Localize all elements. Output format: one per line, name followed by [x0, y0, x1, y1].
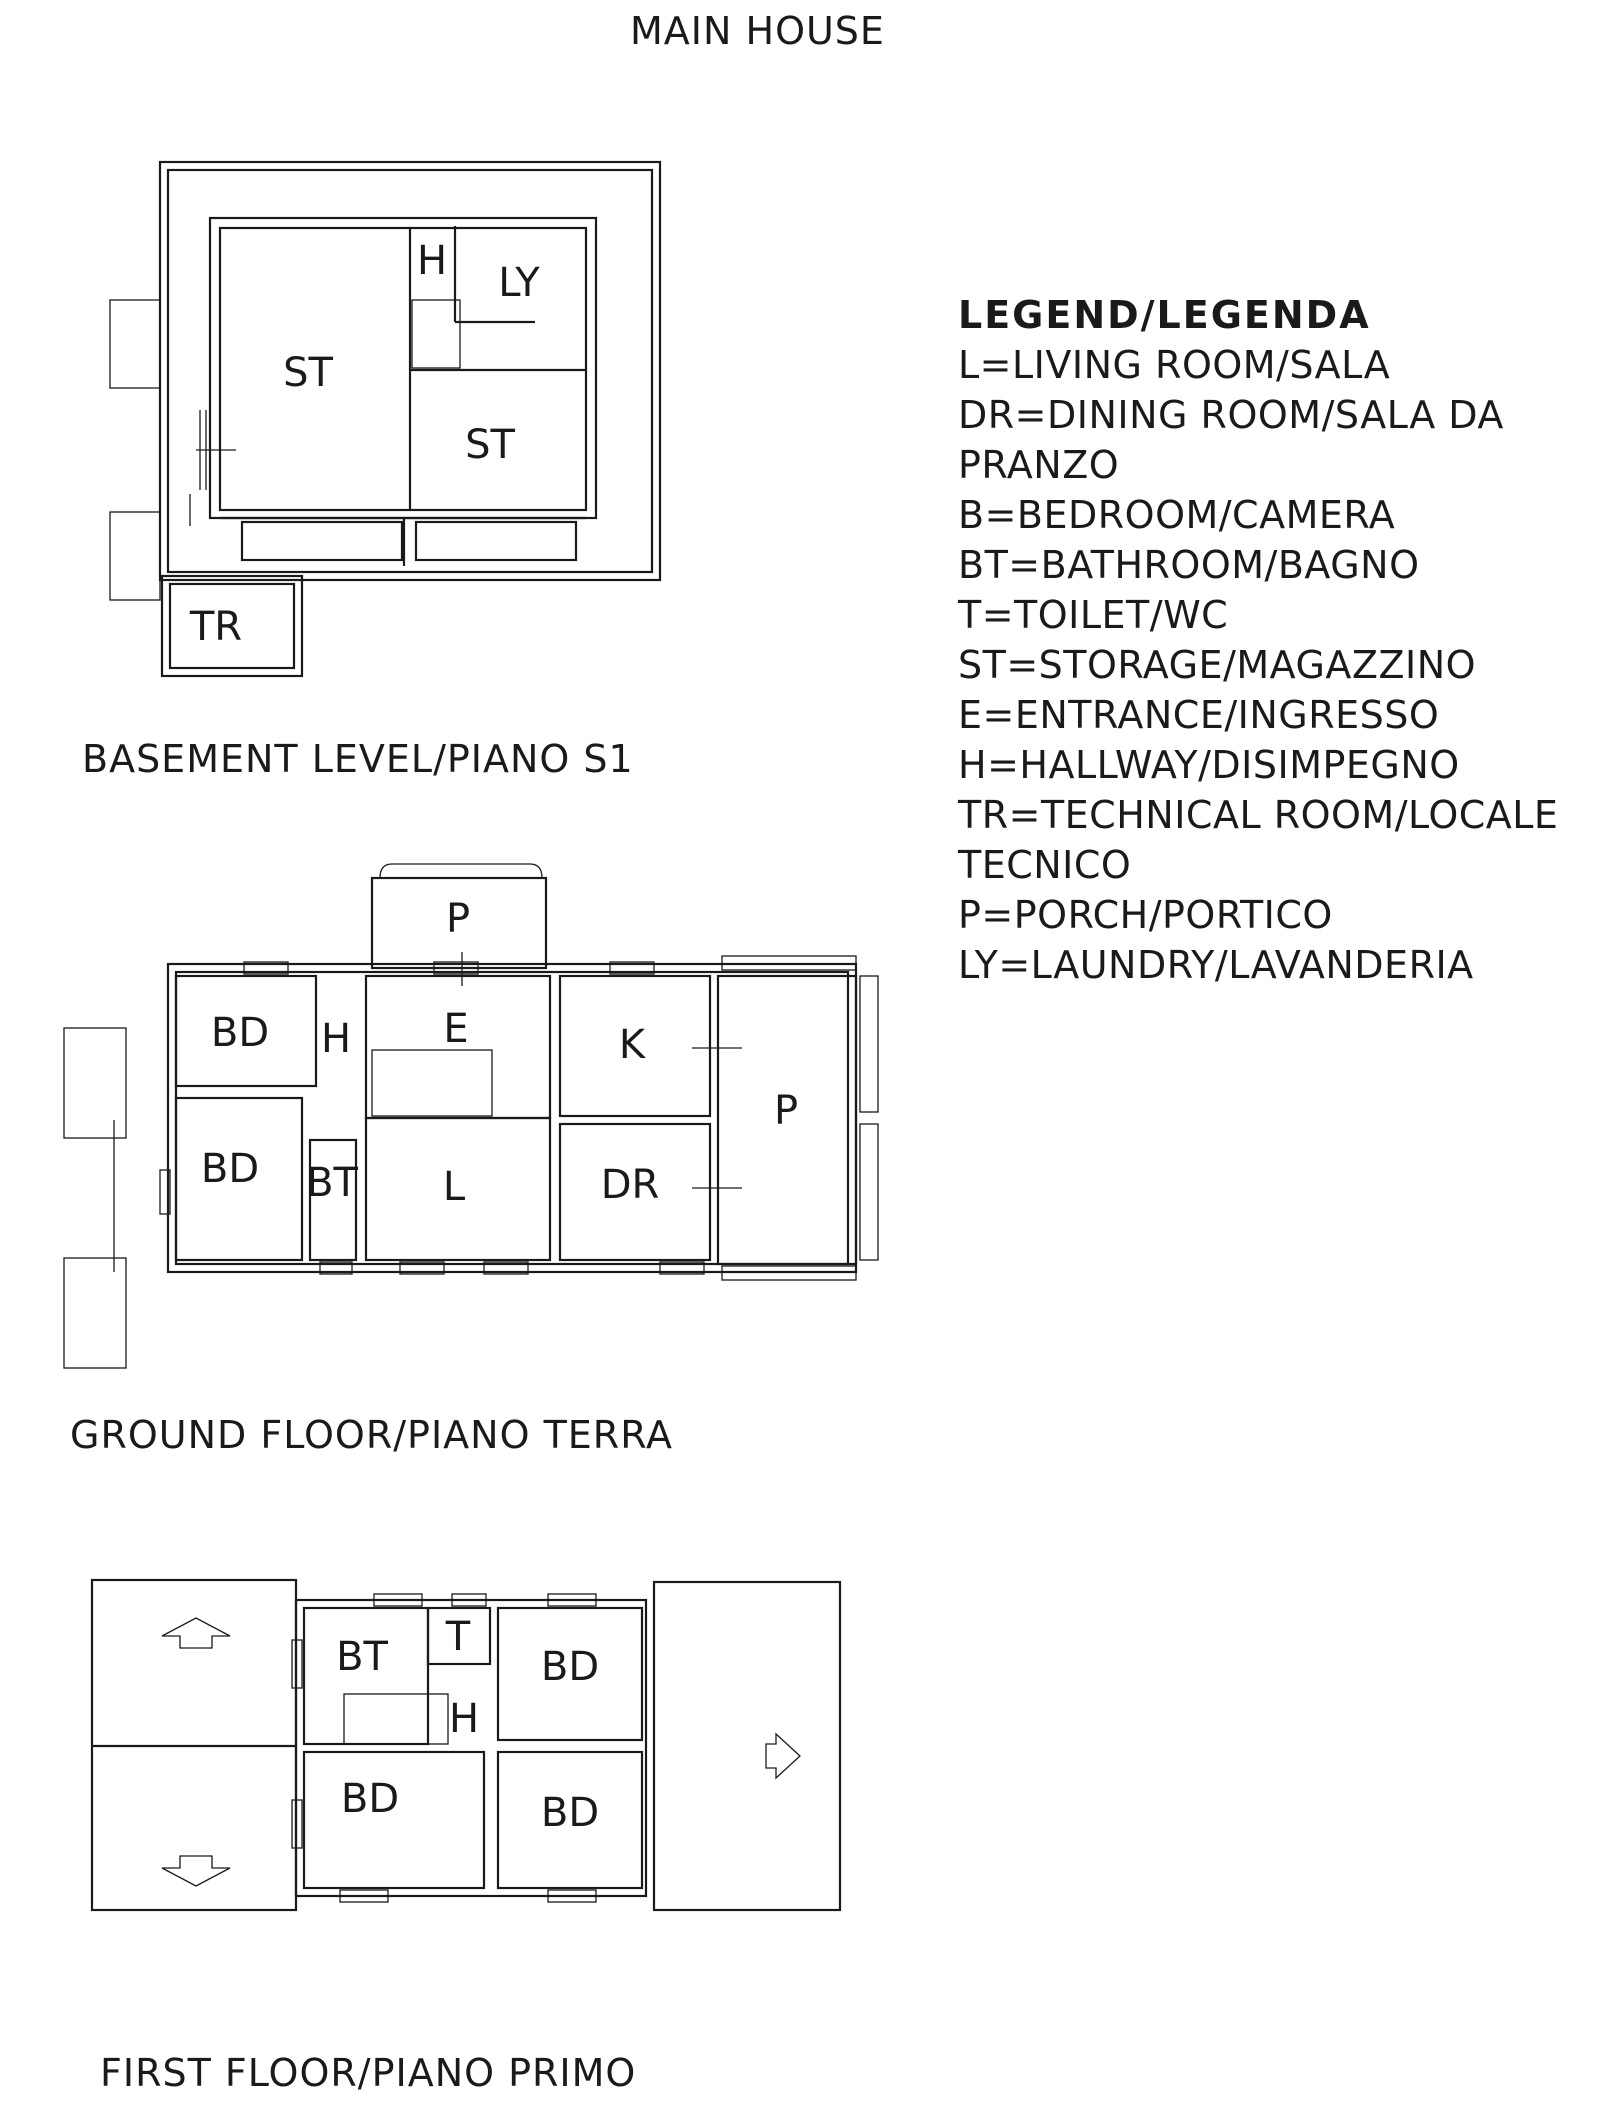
room-label-bd: BD	[201, 1146, 259, 1192]
legend-entry: TECNICO	[958, 843, 1132, 887]
room-label-bd: BD	[541, 1790, 599, 1836]
room-label-st: ST	[465, 422, 515, 468]
room-label-p: P	[774, 1088, 798, 1134]
legend-entry: B=BEDROOM/CAMERA	[958, 493, 1396, 537]
room-label-bd: BD	[341, 1776, 399, 1822]
room-label-bd: BD	[211, 1010, 269, 1056]
room-label-p: P	[446, 896, 470, 942]
room-label-st: ST	[283, 350, 333, 396]
room-label-k: K	[619, 1022, 647, 1068]
legend-heading: LEGEND/LEGENDA	[958, 293, 1371, 337]
ground-floor-plan: P BD H E K P BD BT L DR GROUND FLOOR/PIA…	[63, 863, 879, 1457]
room-label-bt: BT	[306, 1160, 358, 1206]
legend-entry: P=PORCH/PORTICO	[958, 893, 1333, 937]
page-title: MAIN HOUSE	[630, 9, 885, 53]
legend-entry: T=TOILET/WC	[958, 593, 1229, 637]
legend-entry: TR=TECHNICAL ROOM/LOCALE	[958, 793, 1559, 837]
legend-entry: L=LIVING ROOM/SALA	[958, 343, 1391, 387]
room-label-l: L	[443, 1164, 466, 1210]
legend-entry: H=HALLWAY/DISIMPEGNO	[958, 743, 1460, 787]
room-label-bd: BD	[541, 1644, 599, 1690]
room-label-h: H	[417, 238, 447, 284]
basement-plan: H LY ST ST TR BASEMENT LEVEL/PIANO S1	[82, 160, 662, 781]
room-label-ly: LY	[498, 260, 540, 306]
basement-caption: BASEMENT LEVEL/PIANO S1	[82, 737, 634, 781]
room-label-h: H	[449, 1696, 479, 1742]
room-label-bt: BT	[336, 1634, 388, 1680]
legend-entry: PRANZO	[958, 443, 1120, 487]
room-label-t: T	[445, 1614, 471, 1660]
legend-entry: DR=DINING ROOM/SALA DA	[958, 393, 1504, 437]
legend: LEGEND/LEGENDA L=LIVING ROOM/SALA DR=DIN…	[958, 290, 1598, 990]
room-label-e: E	[443, 1006, 468, 1052]
first-floor-caption: FIRST FLOOR/PIANO PRIMO	[100, 2051, 636, 2095]
legend-entry: ST=STORAGE/MAGAZZINO	[958, 643, 1477, 687]
room-label-dr: DR	[601, 1162, 660, 1208]
first-floor-plan: BT T BD H BD BD FIRST FLOOR/PIANO PRIMO	[90, 1578, 842, 2095]
room-label-h: H	[321, 1016, 351, 1062]
legend-entry: LY=LAUNDRY/LAVANDERIA	[958, 943, 1474, 987]
ground-floor-caption: GROUND FLOOR/PIANO TERRA	[70, 1413, 673, 1457]
legend-entry: E=ENTRANCE/INGRESSO	[958, 693, 1440, 737]
legend-entry: BT=BATHROOM/BAGNO	[958, 543, 1420, 587]
room-label-tr: TR	[189, 604, 242, 650]
